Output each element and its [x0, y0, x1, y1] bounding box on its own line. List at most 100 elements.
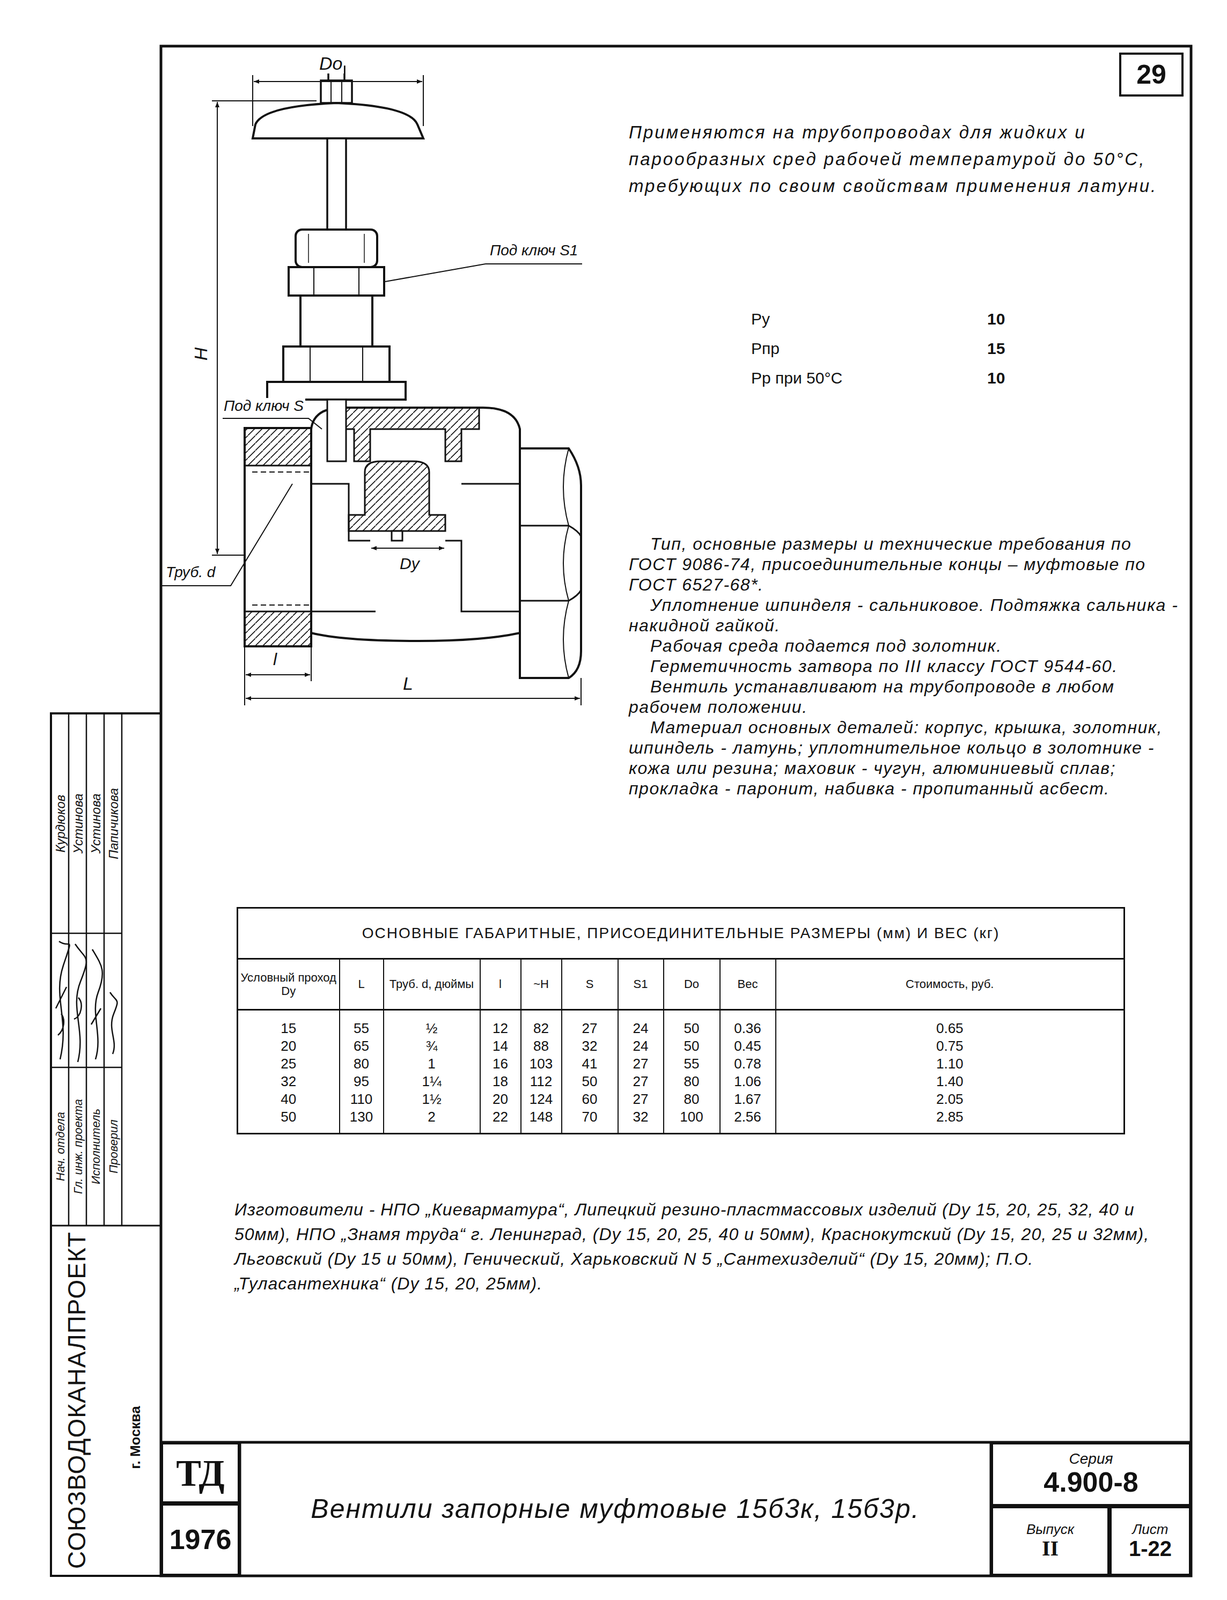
- year-box: 1976: [160, 1503, 240, 1577]
- table-cell: 1¼: [383, 1072, 481, 1091]
- table-cell: 0.36: [719, 1010, 776, 1038]
- table-cell-text: 2.56: [733, 1108, 762, 1126]
- table-cell: 82: [520, 1010, 562, 1038]
- table-cell-text: 16: [492, 1055, 509, 1072]
- parameter-value: 15: [987, 339, 1005, 358]
- column-header: l: [480, 959, 521, 1011]
- table-cell-text: 103: [529, 1055, 553, 1072]
- table-cell: 80: [663, 1090, 720, 1108]
- dimension-lines: [162, 75, 583, 706]
- table-cell: 50: [663, 1037, 720, 1055]
- table-cell: 27: [618, 1072, 664, 1091]
- column-header: S: [561, 959, 619, 1011]
- parameter-value: 10: [987, 310, 1005, 329]
- table-cell-text: 22: [492, 1108, 509, 1126]
- table-cell-text: 2.85: [936, 1108, 964, 1126]
- stamp-role: Гл. инж. проекта: [68, 1068, 87, 1225]
- table-title: ОСНОВНЫЕ ГАБАРИТНЫЕ, ПРИСОЕДИНИТЕЛЬНЫЕ Р…: [237, 908, 1125, 960]
- table-cell-text: 0.78: [733, 1055, 762, 1072]
- dimension-label: Dо: [317, 53, 344, 74]
- table-cell-text: 130: [349, 1108, 373, 1126]
- table-cell-text: 70: [582, 1108, 598, 1126]
- table-cell-text: 1: [427, 1055, 436, 1072]
- column-header-text: Dо: [684, 977, 700, 991]
- column-header-text: Условный проход Dу: [240, 971, 337, 998]
- table-cell-text: 14: [492, 1038, 509, 1055]
- table-cell: 2.05: [775, 1090, 1125, 1108]
- parameter-name: Рр при 50°С: [751, 369, 843, 388]
- table-cell-text: 82: [533, 1020, 549, 1037]
- table-cell: 40: [237, 1090, 340, 1108]
- table-cell-text: 95: [353, 1073, 370, 1090]
- column-header: Стоимость, руб.: [775, 959, 1125, 1011]
- box-text: II: [1041, 1537, 1059, 1561]
- stamp-role: Исполнитель: [86, 1068, 105, 1225]
- table-cell-text: 88: [533, 1038, 549, 1055]
- table-cell: 20: [480, 1090, 521, 1108]
- column-header: Условный проход Dу: [237, 959, 340, 1011]
- table-cell-text: 2.05: [936, 1091, 964, 1108]
- table-cell-text: 27: [633, 1055, 649, 1072]
- table-cell: 1½: [383, 1090, 481, 1108]
- parameter-name: Рпр: [751, 339, 780, 358]
- table-cell-text: 27: [633, 1091, 649, 1108]
- table-cell-text: 55: [353, 1020, 370, 1037]
- table-cell-text: 124: [529, 1091, 553, 1108]
- table-cell: 50: [561, 1072, 619, 1091]
- column-header-text: Вес: [737, 977, 759, 991]
- table-cell-text: 100: [679, 1108, 703, 1126]
- table-cell-text: 27: [582, 1020, 598, 1037]
- table-cell-text: 0.36: [733, 1020, 762, 1037]
- table-cell: 70: [561, 1107, 619, 1135]
- table-cell: 27: [561, 1010, 619, 1038]
- table-cell-text: 1¼: [421, 1073, 442, 1090]
- table-cell-text: ¾: [425, 1038, 438, 1055]
- table-cell-text: 55: [684, 1055, 700, 1072]
- table-cell: 1: [383, 1054, 481, 1073]
- description-paragraph: Вентиль устанавливают на трубопроводе в …: [628, 676, 1182, 718]
- stamp-name: Устинова: [86, 716, 105, 931]
- description-paragraph: Уплотнение шпинделя - сальниковое. Подтя…: [628, 594, 1182, 636]
- table-cell-text: ½: [425, 1020, 438, 1037]
- column-header-text: Стоимость, руб.: [905, 977, 994, 991]
- table-cell: 1.10: [775, 1054, 1125, 1073]
- dimension-label: Dу: [398, 554, 422, 573]
- table-cell: 50: [663, 1010, 720, 1038]
- table-cell-text: 1.10: [936, 1055, 964, 1072]
- table-cell: 25: [237, 1054, 340, 1073]
- table-cell: 12: [480, 1010, 521, 1038]
- stamp-name: Курдюков: [50, 716, 69, 931]
- table-cell: 103: [520, 1054, 562, 1073]
- callout-label: Под ключ S1: [488, 242, 580, 260]
- table-cell-text: 41: [582, 1055, 598, 1072]
- callout-label: Под ключ S: [222, 398, 306, 415]
- table-cell: 60: [561, 1090, 619, 1108]
- table-cell-text: 32: [280, 1073, 297, 1090]
- column-header-text: l: [498, 977, 502, 991]
- table-cell: 95: [339, 1072, 384, 1091]
- column-header-text: Труб. d, дюймы: [389, 977, 474, 991]
- table-cell-text: 1½: [421, 1091, 442, 1108]
- description-block: Тип, основные размеры и технические треб…: [628, 533, 1182, 799]
- box-text: ТД: [175, 1452, 225, 1495]
- table-cell: 100: [663, 1107, 720, 1135]
- table-cell-text: 0.65: [936, 1020, 964, 1037]
- column-header: ~H: [520, 959, 562, 1011]
- box-text: 1-22: [1128, 1537, 1172, 1561]
- page-box: Лист1-22: [1109, 1506, 1192, 1577]
- dimension-label: H: [190, 342, 211, 366]
- table-cell-text: 0.45: [733, 1038, 762, 1055]
- table-cell-text: 1.06: [733, 1073, 762, 1090]
- description-paragraph: Рабочая среда подается под золотник.: [628, 635, 1182, 657]
- table-cell-text: 2: [427, 1108, 436, 1126]
- table-cell: 88: [520, 1037, 562, 1055]
- signatures: [55, 941, 117, 1063]
- box-text: 1976: [169, 1524, 232, 1556]
- table-cell-text: 24: [633, 1020, 649, 1037]
- table-cell-text: 20: [492, 1091, 509, 1108]
- column-header-text: S1: [633, 977, 649, 991]
- table-cell-text: 50: [582, 1073, 598, 1090]
- issue-box: ВыпускII: [990, 1506, 1110, 1577]
- parameter-name: Ру: [751, 310, 770, 329]
